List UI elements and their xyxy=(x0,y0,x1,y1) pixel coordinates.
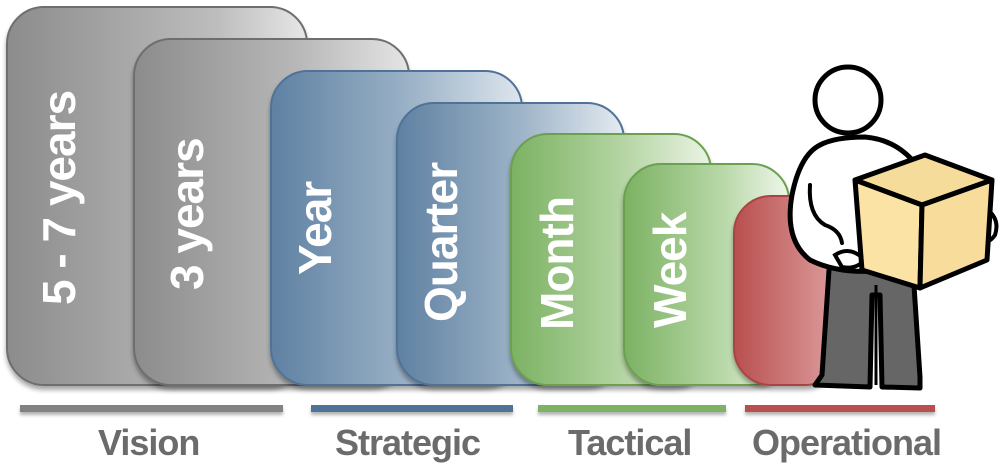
card-label-week: Week xyxy=(644,212,696,328)
card-label-year: Year xyxy=(289,181,341,275)
person-carrying-box-icon xyxy=(787,64,999,391)
tactical-bar xyxy=(538,405,726,412)
category-strategic: Strategic xyxy=(335,422,481,463)
vision-bar xyxy=(20,405,283,412)
category-tactical: Tactical xyxy=(568,422,692,463)
card-label-3-years: 3 years xyxy=(161,138,213,290)
operational-bar xyxy=(745,405,935,412)
strategic-bar xyxy=(311,405,513,412)
category-vision: Vision xyxy=(98,422,200,463)
category-operational: Operational xyxy=(752,422,942,463)
card-label-5-7-years: 5 - 7 years xyxy=(33,90,85,305)
card-label-month: Month xyxy=(531,197,583,330)
card-label-quarter: Quarter xyxy=(415,162,467,322)
